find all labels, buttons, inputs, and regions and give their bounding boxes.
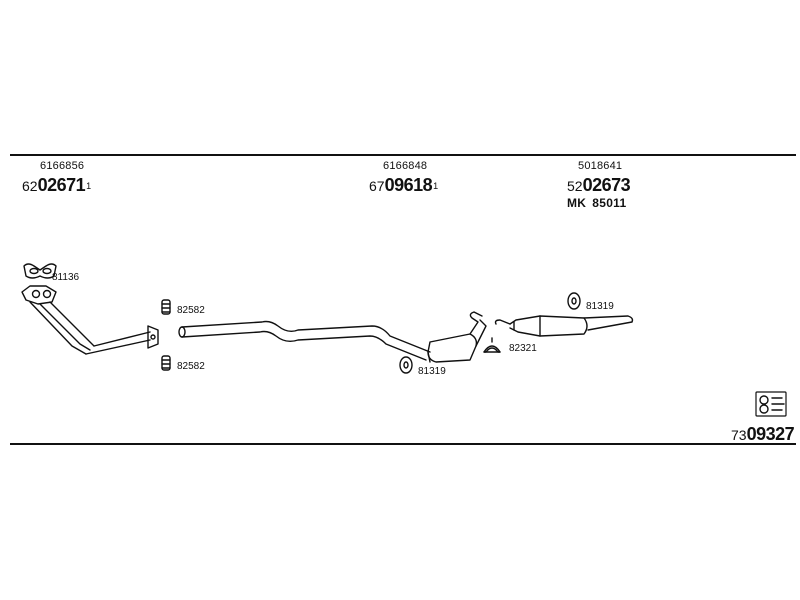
header-partno-2: 67096181 xyxy=(369,175,438,197)
header-main-1: 02671 xyxy=(37,175,86,195)
label-rubber-rear: 81319 xyxy=(586,301,614,312)
header-ref-3: 5018641 xyxy=(578,160,623,172)
label-rubber-mid: 81319 xyxy=(418,366,446,377)
mk-designation: MK 85011 xyxy=(567,196,626,210)
rubber-mount-mid-icon xyxy=(399,356,413,374)
header-prefix-2: 67 xyxy=(369,178,385,194)
label-clamp-upper: 82582 xyxy=(177,305,205,316)
rubber-mount-rear-icon xyxy=(567,292,581,310)
manifold-gasket-icon xyxy=(23,263,57,279)
label-bracket: 82321 xyxy=(509,343,537,354)
footer-prefix: 73 xyxy=(731,427,747,443)
header-sup-1: 1 xyxy=(86,181,92,191)
clamp-upper-icon xyxy=(161,299,171,315)
footer-main: 09327 xyxy=(746,424,795,444)
header-partno-1: 62026711 xyxy=(22,175,91,197)
header-main-2: 09618 xyxy=(384,175,433,195)
header-prefix-1: 62 xyxy=(22,178,38,194)
bottom-divider xyxy=(10,443,796,445)
rear-silencer-icon xyxy=(494,315,634,337)
label-clamp-lower: 82582 xyxy=(177,361,205,372)
footer-partno: 7309327 xyxy=(731,424,795,446)
header-prefix-3: 52 xyxy=(567,178,583,194)
mk-code: 85011 xyxy=(592,196,627,210)
clamp-lower-icon xyxy=(161,355,171,371)
label-gasket: 81136 xyxy=(52,272,80,283)
mounting-bracket-icon xyxy=(483,337,501,353)
top-divider xyxy=(10,154,796,156)
mk-prefix: MK xyxy=(567,196,587,210)
header-ref-2: 6166848 xyxy=(383,160,428,172)
mounting-kit-icon xyxy=(755,391,787,417)
centre-silencer-icon xyxy=(427,311,487,363)
front-pipe-icon xyxy=(21,285,159,355)
header-ref-1: 6166856 xyxy=(40,160,85,172)
header-sup-2: 1 xyxy=(433,181,439,191)
header-partno-3: 5202673 xyxy=(567,175,631,197)
header-main-3: 02673 xyxy=(582,175,631,195)
intermediate-pipe-icon xyxy=(178,320,431,361)
